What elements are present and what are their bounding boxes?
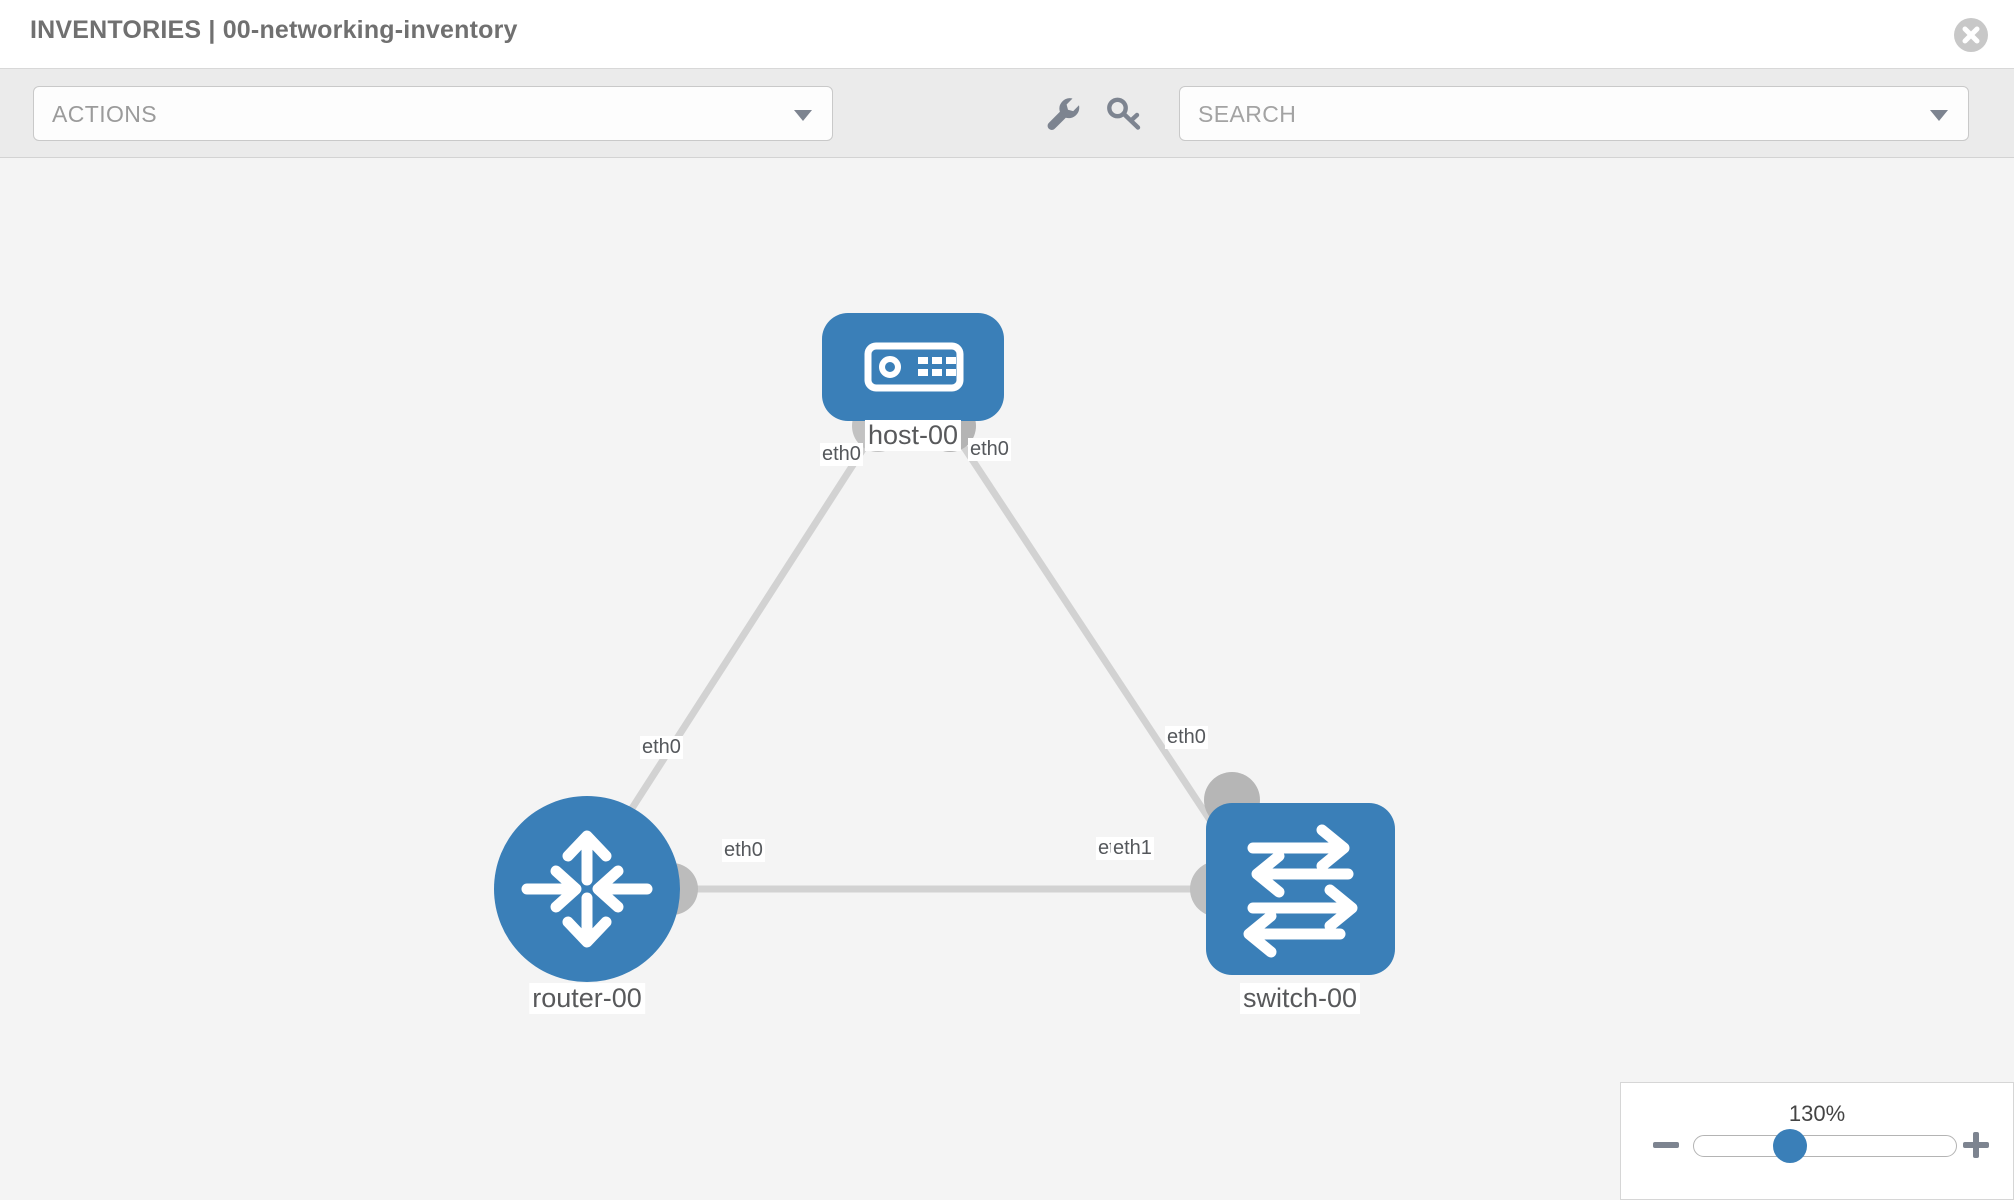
switch-arrows-icon [1243, 824, 1358, 958]
search-input[interactable]: SEARCH [1179, 86, 1969, 141]
search-placeholder: SEARCH [1198, 101, 1297, 127]
chevron-down-icon [794, 110, 812, 121]
link-host00-router00 [597, 424, 881, 860]
iface-label-host00-to-switch00: eth0 [968, 438, 1011, 461]
page-title: INVENTORIES | 00-networking-inventory [30, 16, 518, 44]
topology-canvas[interactable]: host-00 router-00 switch-00 eth0 eth0 et… [0, 158, 2014, 1200]
iface-label-host00-to-router00: eth0 [820, 443, 863, 466]
link-layer [597, 424, 1238, 893]
iface-label-switch00-to-host00: eth0 [1165, 726, 1208, 749]
node-switch-00 [1206, 803, 1395, 975]
minus-icon[interactable] [1651, 1130, 1681, 1160]
server-appliance-icon [864, 342, 964, 392]
node-label-host-00: host-00 [864, 420, 962, 451]
router-arrows-icon [521, 830, 653, 948]
node-label-router-00: router-00 [529, 983, 645, 1014]
node-host-00 [822, 313, 1004, 421]
actions-dropdown[interactable]: ACTIONS [33, 86, 833, 141]
key-icon[interactable] [1100, 91, 1146, 137]
node-label-switch-00: switch-00 [1239, 983, 1361, 1014]
topology-graph [494, 313, 1395, 982]
close-icon[interactable] [1954, 18, 1988, 52]
zoom-control: 130% [1620, 1082, 2014, 1200]
zoom-slider-handle[interactable] [1773, 1129, 1807, 1163]
plus-icon[interactable] [1961, 1130, 1991, 1160]
zoom-percent-label: 130% [1788, 1101, 1846, 1126]
link-host00-switch00 [947, 424, 1238, 860]
zoom-slider-track[interactable] [1693, 1135, 1957, 1157]
actions-dropdown-label: ACTIONS [52, 101, 158, 127]
iface-label-switch00-eth1: eth1 [1111, 837, 1154, 860]
chevron-down-icon[interactable] [1930, 110, 1948, 121]
page-header: INVENTORIES | 00-networking-inventory [0, 0, 2014, 68]
iface-label-router00-to-switch00: eth0 [722, 839, 765, 862]
node-router-00 [494, 796, 680, 982]
iface-label-router00-to-host00: eth0 [640, 736, 683, 759]
wrench-icon[interactable] [1040, 91, 1086, 137]
toolbar: ACTIONS SEARCH [0, 68, 2014, 158]
